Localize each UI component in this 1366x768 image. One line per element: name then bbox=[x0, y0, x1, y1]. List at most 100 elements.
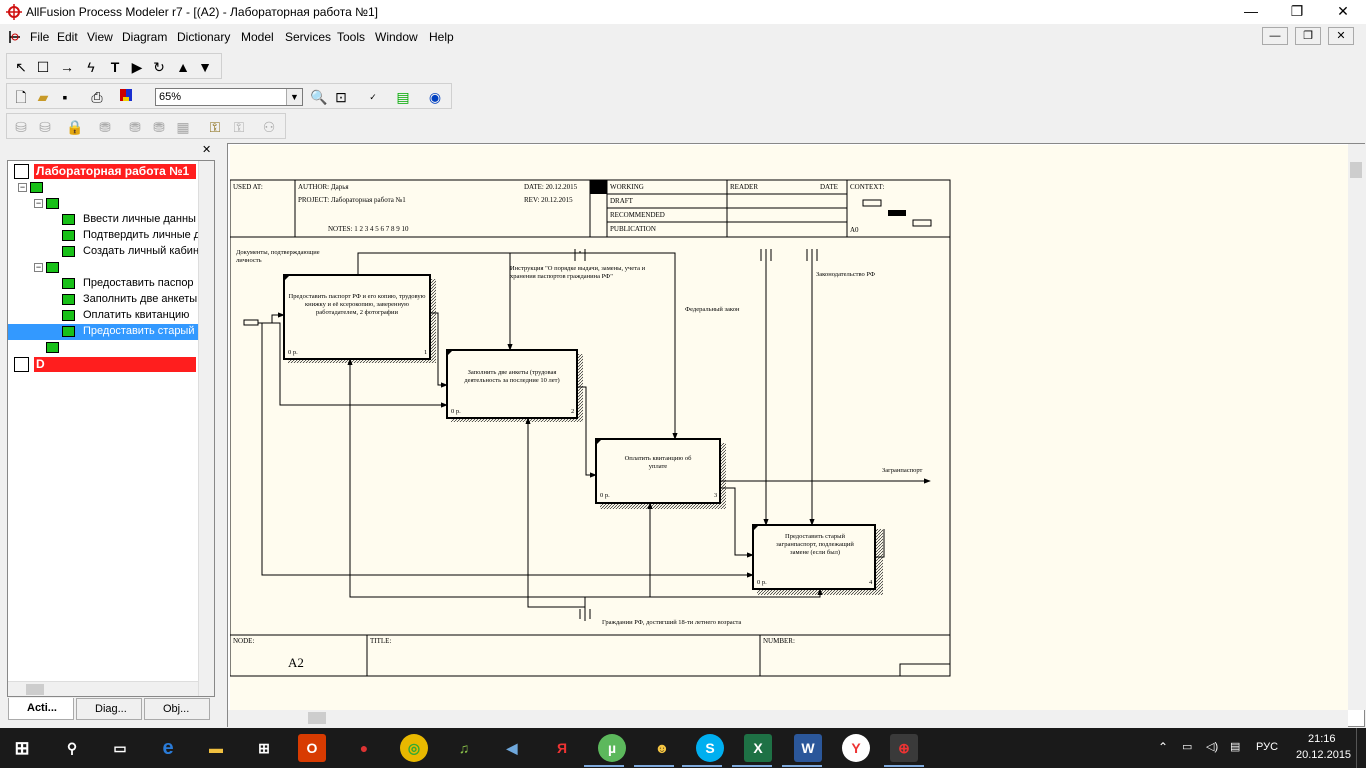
squiggle-tool-icon[interactable]: ϟ bbox=[87, 59, 95, 75]
tree-item[interactable]: Предоставить старый bbox=[83, 325, 195, 337]
scroll-thumb[interactable] bbox=[1350, 162, 1362, 178]
volume-icon[interactable]: ◁) bbox=[1206, 741, 1219, 753]
scroll-thumb[interactable] bbox=[26, 684, 44, 695]
tab-objects[interactable]: Obj... bbox=[144, 698, 210, 720]
go-down-icon[interactable]: ▼ bbox=[198, 59, 212, 75]
tree-item-selected[interactable] bbox=[8, 324, 198, 340]
pointer-tool-icon[interactable]: ↖ bbox=[15, 59, 27, 75]
activity-box-icon[interactable] bbox=[46, 262, 59, 273]
menu-help[interactable]: Help bbox=[429, 30, 454, 44]
tree-root-label-2[interactable]: D bbox=[34, 357, 196, 372]
menu-model[interactable]: Model bbox=[241, 30, 274, 44]
yandex-icon[interactable]: Я bbox=[556, 740, 568, 756]
report-icon[interactable]: ⚿ bbox=[209, 119, 221, 135]
utorrent-icon[interactable]: µ bbox=[598, 734, 626, 762]
tree-item[interactable]: Ввести личные данны bbox=[83, 213, 196, 225]
save-icon[interactable]: ▪ bbox=[62, 89, 68, 105]
go-to-sibling-icon[interactable]: ↻ bbox=[153, 59, 165, 75]
activity-box-icon[interactable] bbox=[30, 182, 43, 193]
menu-edit[interactable]: Edit bbox=[57, 30, 78, 44]
skype-icon[interactable]: S bbox=[696, 734, 724, 762]
excel-icon[interactable]: X bbox=[744, 734, 772, 762]
zoom-select[interactable]: 65% ▼ bbox=[155, 88, 303, 106]
mdi-close-button[interactable]: ✕ bbox=[1328, 27, 1354, 45]
chrome-icon[interactable]: ◎ bbox=[400, 734, 428, 762]
file-explorer-icon[interactable]: ▬ bbox=[209, 740, 223, 756]
users-icon[interactable]: ⚇ bbox=[262, 119, 276, 135]
lock-icon[interactable]: 🔒 bbox=[66, 119, 84, 135]
mdi-restore-button[interactable]: ❐ bbox=[1295, 27, 1321, 45]
activity-box-1-text[interactable]: Предоставить паспорт РФ и его копию, тру… bbox=[288, 293, 426, 316]
menu-diagram[interactable]: Diagram bbox=[122, 30, 168, 44]
task-view-icon[interactable]: ▭ bbox=[113, 740, 127, 756]
open-folder-icon[interactable]: ▰ bbox=[37, 89, 49, 105]
new-file-icon[interactable]: 🗋 bbox=[15, 89, 27, 105]
close-button[interactable]: ✕ bbox=[1337, 3, 1349, 19]
start-icon[interactable]: ⊞ bbox=[14, 738, 30, 758]
menu-view[interactable]: View bbox=[87, 30, 113, 44]
restore-button[interactable]: ❐ bbox=[1290, 3, 1304, 19]
menu-tools[interactable]: Tools bbox=[337, 30, 366, 44]
menu-dictionary[interactable]: Dictionary bbox=[177, 30, 231, 44]
menu-window[interactable]: Window bbox=[375, 30, 418, 44]
notifications-icon[interactable]: ▤ bbox=[1230, 741, 1241, 753]
store-icon[interactable]: ⊞ bbox=[258, 740, 270, 756]
minimize-button[interactable]: — bbox=[1244, 3, 1258, 19]
horizontal-scrollbar[interactable] bbox=[8, 681, 198, 696]
canvas-horizontal-scrollbar[interactable] bbox=[228, 710, 1348, 727]
mechanism-label[interactable]: Граждании РФ, достигший 18-ти летнего во… bbox=[602, 619, 742, 626]
tree-item[interactable]: Оплатить квитанцию bbox=[83, 309, 190, 321]
print-icon[interactable]: ⎙ bbox=[91, 89, 103, 105]
clock-time[interactable]: 21:16 bbox=[1308, 733, 1336, 745]
spell-check-icon[interactable]: ✓ bbox=[369, 92, 377, 102]
tab-diagrams[interactable]: Diag... bbox=[76, 698, 142, 720]
zoom-icon[interactable]: 🔍 bbox=[310, 89, 328, 105]
music-app-icon[interactable]: ♫ bbox=[458, 740, 470, 756]
activity-box-2-text[interactable]: Заполнить две анкеты (трудовая деятельно… bbox=[464, 369, 560, 384]
document-icon[interactable] bbox=[8, 30, 22, 44]
diagram-canvas[interactable]: USED AT: AUTHOR: Дарья PROJECT: Лаборато… bbox=[227, 143, 1365, 727]
expand-icon[interactable]: − bbox=[18, 182, 27, 192]
tree-item[interactable]: Подтвердить личные д bbox=[83, 229, 201, 241]
close-icon[interactable]: ✕ bbox=[202, 144, 212, 156]
control-instruction-label[interactable]: Инструкция "О порядке выдачи, замены, уч… bbox=[510, 265, 646, 280]
app-icon[interactable]: ● bbox=[359, 740, 369, 756]
expand-icon[interactable]: − bbox=[34, 198, 43, 208]
globe-icon[interactable]: ◉ bbox=[428, 89, 442, 105]
chevron-down-icon[interactable]: ▼ bbox=[286, 89, 302, 105]
color-palette-icon[interactable] bbox=[117, 87, 137, 107]
menu-file[interactable]: File bbox=[30, 30, 50, 44]
expand-icon[interactable]: − bbox=[34, 262, 43, 272]
mart-manager-icon[interactable]: ▦ bbox=[176, 119, 190, 135]
activity-box-icon[interactable] bbox=[46, 198, 59, 209]
activity-box-3-text[interactable]: Оплатить квитанцию об уплате bbox=[624, 455, 692, 470]
mart-connect-icon[interactable]: ⛁ bbox=[15, 119, 27, 135]
mart-report-icon[interactable]: ⚿ bbox=[233, 119, 245, 135]
tree-item[interactable]: Создать личный кабин bbox=[83, 245, 200, 257]
game-icon[interactable]: ☻ bbox=[654, 740, 670, 756]
activity-box-icon[interactable] bbox=[46, 342, 59, 353]
show-desktop-button[interactable] bbox=[1356, 728, 1366, 768]
clock-date[interactable]: 20.12.2015 bbox=[1296, 749, 1352, 761]
process-modeler-icon[interactable]: ⊕ bbox=[890, 734, 918, 762]
scroll-thumb[interactable] bbox=[308, 712, 326, 724]
go-to-parent-icon[interactable]: ▲ bbox=[176, 59, 190, 75]
model-explorer-icon[interactable]: ▤ bbox=[396, 89, 410, 105]
tree-item[interactable]: Заполнить две анкеты bbox=[83, 293, 198, 305]
zoom-fit-icon[interactable]: ⊡ bbox=[335, 89, 347, 105]
box-tool-icon[interactable]: ☐ bbox=[36, 59, 50, 75]
mart-disconnect-icon[interactable]: ⛁ bbox=[39, 119, 51, 135]
tree-item[interactable]: Предоставить паспор bbox=[83, 277, 194, 289]
activity-box-4-text[interactable]: Предоставить старый загранпаспорт, подле… bbox=[776, 533, 854, 556]
search-icon[interactable]: ⚲ bbox=[66, 740, 78, 756]
mart-open-icon[interactable]: ⛃ bbox=[99, 119, 111, 135]
output-passport-label[interactable]: Загранпаспорт bbox=[882, 467, 923, 474]
language-indicator[interactable]: РУС bbox=[1256, 741, 1279, 753]
canvas-vertical-scrollbar[interactable] bbox=[1348, 144, 1365, 710]
vertical-scrollbar[interactable] bbox=[198, 161, 214, 696]
menu-services[interactable]: Services bbox=[285, 30, 332, 44]
audio-app-icon[interactable]: ◀ bbox=[506, 740, 518, 756]
mdi-minimize-button[interactable]: — bbox=[1262, 27, 1288, 45]
go-to-child-icon[interactable]: ▶ bbox=[131, 59, 143, 75]
control-federal-law-label[interactable]: Федеральный закон bbox=[685, 306, 740, 313]
